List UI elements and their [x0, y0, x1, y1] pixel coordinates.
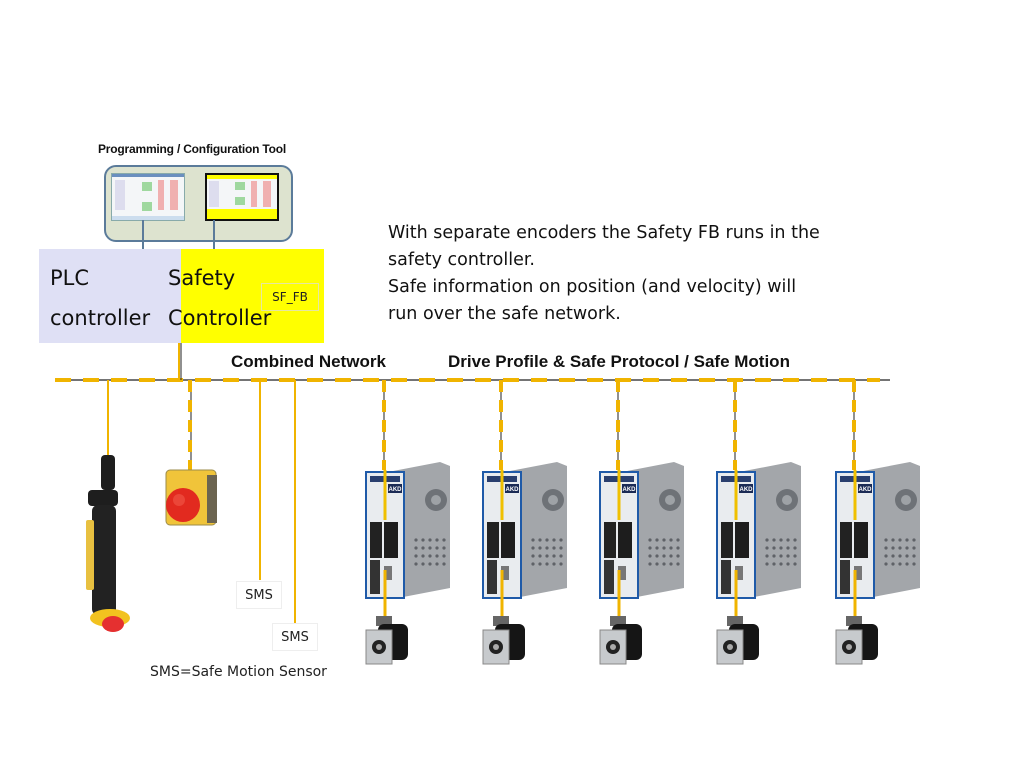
servo-motor-icon-2 — [482, 616, 525, 665]
description-line: safety controller. — [388, 250, 535, 270]
sms-box: SMS — [236, 581, 282, 609]
programming-tool-box — [104, 165, 293, 242]
servo-motor-icon-5 — [835, 616, 878, 665]
servo-drive-3: AKD — [599, 380, 684, 618]
safety-label-line2: Controller — [168, 306, 272, 330]
safety-controller — [181, 249, 324, 343]
combined-network-label: Combined Network — [231, 352, 386, 371]
safety-program-screen — [205, 173, 279, 221]
svg-text:AKD: AKD — [740, 487, 754, 493]
akd-logo-icon — [505, 484, 519, 493]
description-line: Safe information on position (and veloci… — [388, 277, 797, 297]
svg-text:AKD: AKD — [623, 487, 637, 493]
plc-label-line1: PLC — [50, 266, 90, 290]
tool-title: Programming / Configuration Tool — [98, 142, 287, 156]
akd-logo-icon — [739, 484, 753, 493]
servo-motor-icon-1 — [365, 616, 408, 665]
sf-fb-block: SF_FB — [261, 283, 319, 311]
servo-drive-1: AKD — [365, 380, 450, 618]
servo-motor-icon-3 — [599, 616, 642, 665]
svg-text:AKD: AKD — [859, 487, 873, 493]
akd-logo-icon — [858, 484, 872, 493]
akd-logo-icon — [388, 484, 402, 493]
safety-label-line1: Safety — [168, 266, 236, 290]
servo-drive-2: AKD — [482, 380, 567, 618]
description-line: run over the safe network. — [388, 304, 621, 324]
servo-drive-5: AKD — [835, 380, 920, 618]
plc-label-line2: controller — [50, 306, 151, 330]
protocol-label: Drive Profile & Safe Protocol / Safe Mot… — [448, 352, 790, 371]
description-line: With separate encoders the Safety FB run… — [388, 223, 820, 243]
servo-drive-4: AKD — [716, 380, 801, 618]
description-text: With separate encoders the Safety FB run… — [388, 220, 858, 328]
sms-legend: SMS=Safe Motion Sensor — [150, 664, 327, 680]
svg-text:AKD: AKD — [389, 487, 403, 493]
plc-controller — [39, 249, 181, 343]
servo-motor-icon-4 — [716, 616, 759, 665]
svg-text:AKD: AKD — [506, 487, 520, 493]
sms-box: SMS — [272, 623, 318, 651]
emergency-stop-icon — [165, 469, 217, 526]
akd-logo-icon — [622, 484, 636, 493]
plc-program-screen — [111, 173, 185, 221]
enabling-pendant-icon — [86, 455, 130, 632]
